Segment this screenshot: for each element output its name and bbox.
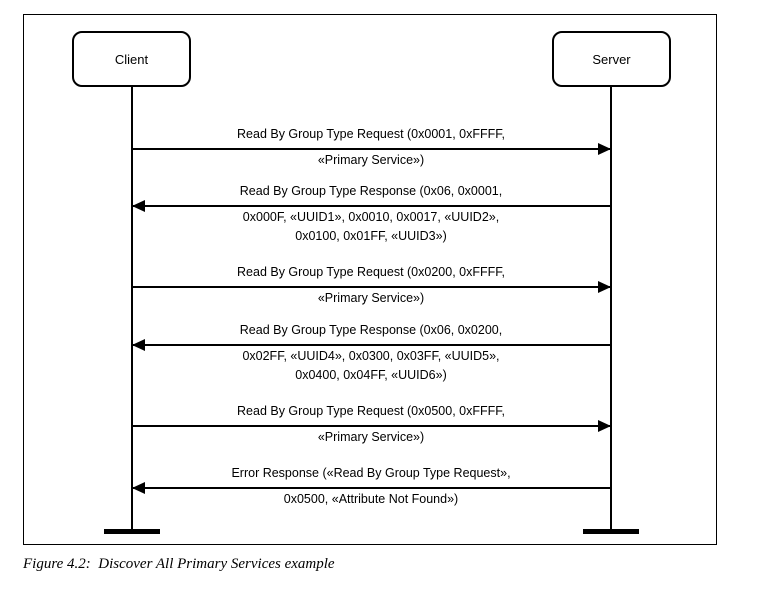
message-label-below-4: «Primary Service»)	[317, 430, 425, 444]
message-line-3	[132, 344, 611, 346]
message-label-below-1: 0x000F, «UUID1», 0x0010, 0x0017, «UUID2»…	[242, 210, 500, 243]
participant-label-server: Server	[592, 51, 631, 67]
arrowhead-right-icon-4	[598, 420, 611, 432]
message-label-above-4: Read By Group Type Request (0x0500, 0xFF…	[237, 404, 505, 418]
message-line-5	[132, 487, 611, 489]
message-line-2	[132, 286, 611, 288]
message-line-0	[132, 148, 611, 150]
figure-caption: Figure 4.2: Discover All Primary Service…	[23, 556, 335, 572]
arrowhead-left-icon-5	[132, 482, 145, 494]
message-label-above-1: Read By Group Type Response (0x06, 0x000…	[239, 184, 503, 198]
lifeline-client	[131, 87, 133, 533]
participant-box-client: Client	[72, 31, 191, 87]
lifeline-end-server	[583, 529, 639, 534]
participant-box-server: Server	[552, 31, 671, 87]
lifeline-server	[610, 87, 612, 533]
arrowhead-right-icon-2	[598, 281, 611, 293]
message-label-above-3: Read By Group Type Response (0x06, 0x020…	[239, 323, 503, 337]
message-line-1	[132, 205, 611, 207]
message-label-below-2: «Primary Service»)	[317, 291, 425, 305]
arrowhead-left-icon-3	[132, 339, 145, 351]
arrowhead-left-icon-1	[132, 200, 145, 212]
message-label-above-0: Read By Group Type Request (0x0001, 0xFF…	[237, 127, 505, 141]
figure-frame: Client Server Read By Group Type Request…	[23, 14, 717, 545]
message-line-4	[132, 425, 611, 427]
message-label-below-3: 0x02FF, «UUID4», 0x0300, 0x03FF, «UUID5»…	[242, 349, 500, 382]
participant-label-client: Client	[114, 51, 149, 67]
message-label-below-0: «Primary Service»)	[317, 153, 425, 167]
message-label-above-5: Error Response («Read By Group Type Requ…	[231, 466, 511, 480]
message-label-below-5: 0x0500, «Attribute Not Found»)	[283, 492, 459, 506]
lifeline-end-client	[104, 529, 160, 534]
arrowhead-right-icon-0	[598, 143, 611, 155]
message-label-above-2: Read By Group Type Request (0x0200, 0xFF…	[237, 265, 505, 279]
